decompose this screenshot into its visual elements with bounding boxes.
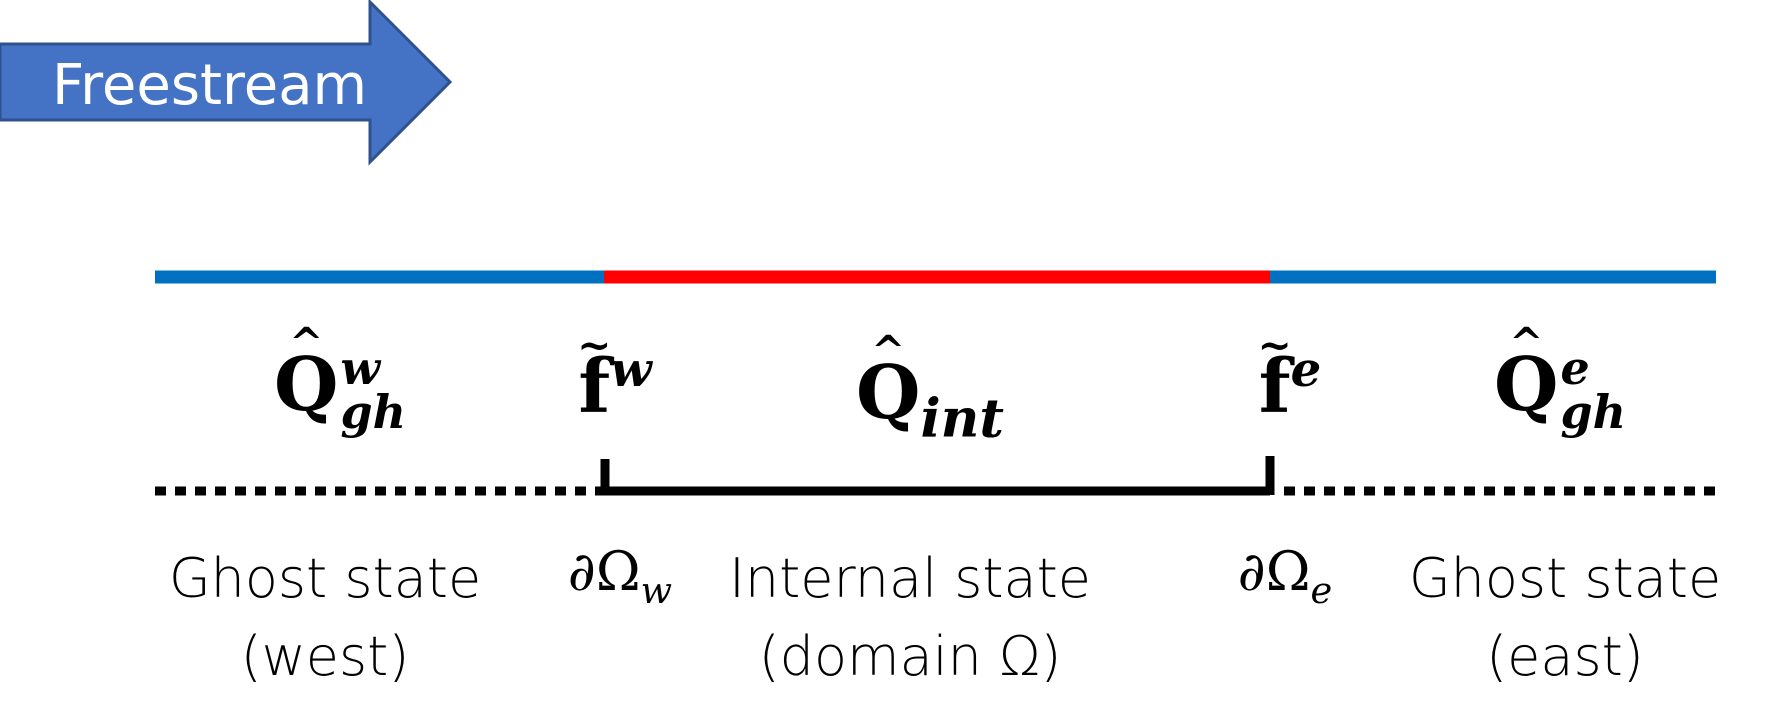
ghost-east-description: Ghost state (east) <box>1408 547 1722 688</box>
hat-accent: ^ <box>1509 318 1544 367</box>
east-boundary-label: ∂Ωe <box>1237 540 1333 612</box>
hat-accent: ^ <box>289 318 324 367</box>
hat-accent: ^ <box>871 326 906 375</box>
f-west-symbol: ~fw <box>577 321 652 431</box>
ghost-west-description: Ghost state (west) <box>168 547 482 688</box>
freestream-label: Freestream <box>52 53 368 118</box>
tilde-accent: ~ <box>577 321 612 370</box>
q-internal-symbol: ^Qint <box>855 326 1005 450</box>
internal-description: Internal state (domain Ω) <box>728 547 1092 688</box>
f-east-symbol: ~fe <box>1257 321 1322 431</box>
west-boundary-label: ∂Ωw <box>567 540 673 612</box>
tilde-accent: ~ <box>1257 321 1292 370</box>
freestream-arrow <box>0 0 453 166</box>
